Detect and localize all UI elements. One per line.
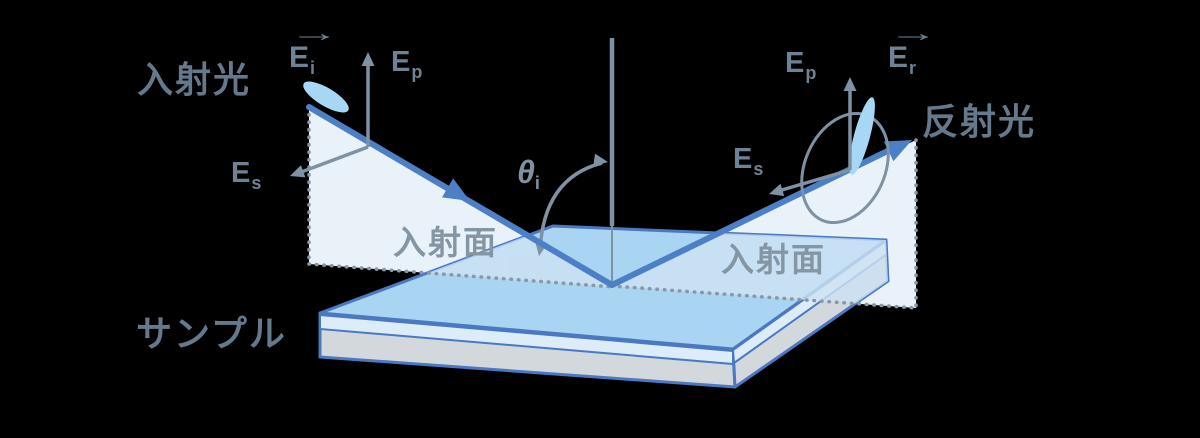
ep-reflected-sub: p <box>805 63 817 83</box>
e-incident-base: E <box>289 41 310 74</box>
incidence-plane-left-label: 入射面 <box>393 224 498 261</box>
dotted-bottom-left <box>307 262 616 289</box>
incident-e-arrows <box>295 60 370 176</box>
es-incident-arrow <box>295 145 369 176</box>
dotted-bottom-right <box>610 284 918 310</box>
e-reflected-base: E <box>888 41 909 74</box>
es-reflected-sub: s <box>753 159 764 179</box>
reflected-e-arrows <box>774 84 852 194</box>
es-incident-base: E <box>231 157 251 189</box>
incident-polarization-petal <box>303 81 349 113</box>
e-vector-incident-label: → Ei <box>289 22 339 78</box>
sample-label: サンプル <box>136 313 287 354</box>
plane-dotted-borders <box>307 105 918 310</box>
e-vector-reflected-label: → Er <box>888 22 938 78</box>
incident-light-label: 入射光 <box>137 59 252 100</box>
vector-arrow-icon: → <box>289 20 340 47</box>
theta-incident-label: θi <box>517 154 540 192</box>
ep-incident-sub: p <box>411 62 423 82</box>
ep-incident-label: Ep <box>391 46 422 82</box>
es-incident-sub: s <box>251 173 262 193</box>
es-reflected-base: E <box>733 143 753 175</box>
ep-incident-base: E <box>391 46 411 78</box>
e-reflected-sub: r <box>909 58 917 78</box>
theta-sub: i <box>534 173 540 193</box>
incidence-plane-right-label: 入射面 <box>721 241 826 278</box>
sample-film-layer-front <box>319 313 734 366</box>
ep-reflected-base: E <box>785 47 805 79</box>
theta-base: θ <box>517 154 535 190</box>
es-incident-label: Es <box>231 157 261 193</box>
es-reflected-arrow <box>774 168 851 194</box>
e-incident-sub: i <box>310 58 316 78</box>
reflected-polarization-petal <box>849 97 875 175</box>
ep-reflected-label: Ep <box>785 47 816 83</box>
reflected-light-label: 反射光 <box>922 101 1037 142</box>
es-reflected-label: Es <box>733 143 763 179</box>
theta-arc <box>538 161 603 253</box>
vector-arrow-icon: → <box>888 20 939 47</box>
